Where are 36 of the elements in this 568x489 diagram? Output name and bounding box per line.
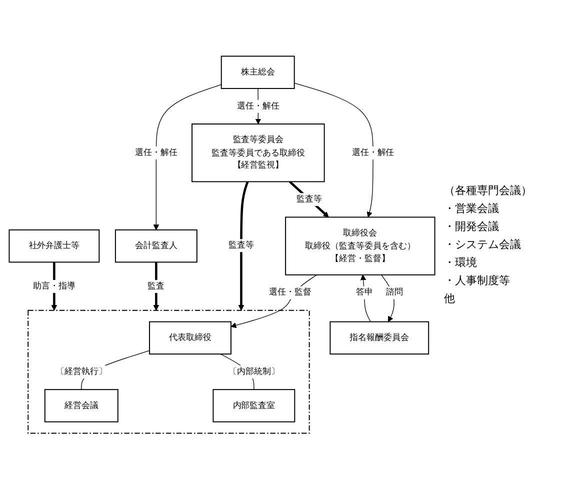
- edge-label: 選任・監督: [268, 287, 312, 298]
- note-text: 他: [444, 291, 456, 306]
- arrow: [153, 262, 160, 310]
- edge-label: 助言・指導: [33, 280, 76, 291]
- edge-label: 選任・解任: [352, 148, 394, 158]
- note-text: ・システム会議: [444, 237, 522, 252]
- edge-label: 監査等: [296, 194, 322, 204]
- edge-label: 選任・解任: [135, 148, 178, 158]
- node-box: 株主総会: [220, 56, 295, 89]
- edge-label: 監査等: [228, 240, 254, 250]
- arrow: [230, 274, 318, 328]
- edge-label: 〔経営執行〕: [56, 366, 107, 376]
- edge-label: 選任・解任: [236, 100, 280, 111]
- node-box: 内部監査室: [212, 388, 296, 422]
- arrow: [360, 274, 371, 322]
- node-box: 社外弁護士等: [8, 229, 100, 262]
- node-box: 監査等委員会 監査等委員である取締役 【経営監視】: [192, 123, 325, 182]
- note-text: （各種専門会議）: [444, 183, 533, 198]
- edge-label: 〔内部統制〕: [228, 366, 280, 376]
- cluster: [28, 310, 310, 434]
- edge-label: 諮問: [386, 287, 403, 298]
- arrow: [238, 181, 249, 310]
- note-text: ・営業会議: [444, 201, 500, 216]
- arrow: [153, 84, 222, 230]
- edge-label: 答申: [356, 287, 373, 298]
- node-box: 代表取締役: [149, 321, 232, 354]
- edge-label: 監査: [148, 280, 165, 291]
- node-box: 指名報酬委員会: [330, 321, 430, 354]
- arrow: [294, 82, 374, 218]
- node-box: 会計監査人: [114, 229, 198, 262]
- arrow: [288, 180, 329, 218]
- note-text: ・開発会議: [444, 219, 500, 234]
- note-text: ・環境: [444, 255, 478, 270]
- node-box: 経営会議: [44, 388, 118, 422]
- note-text: ・人事制度等: [444, 273, 511, 288]
- node-box: 取締役会 取締役（監査等委員を含む） 【経営・監督】: [285, 216, 436, 276]
